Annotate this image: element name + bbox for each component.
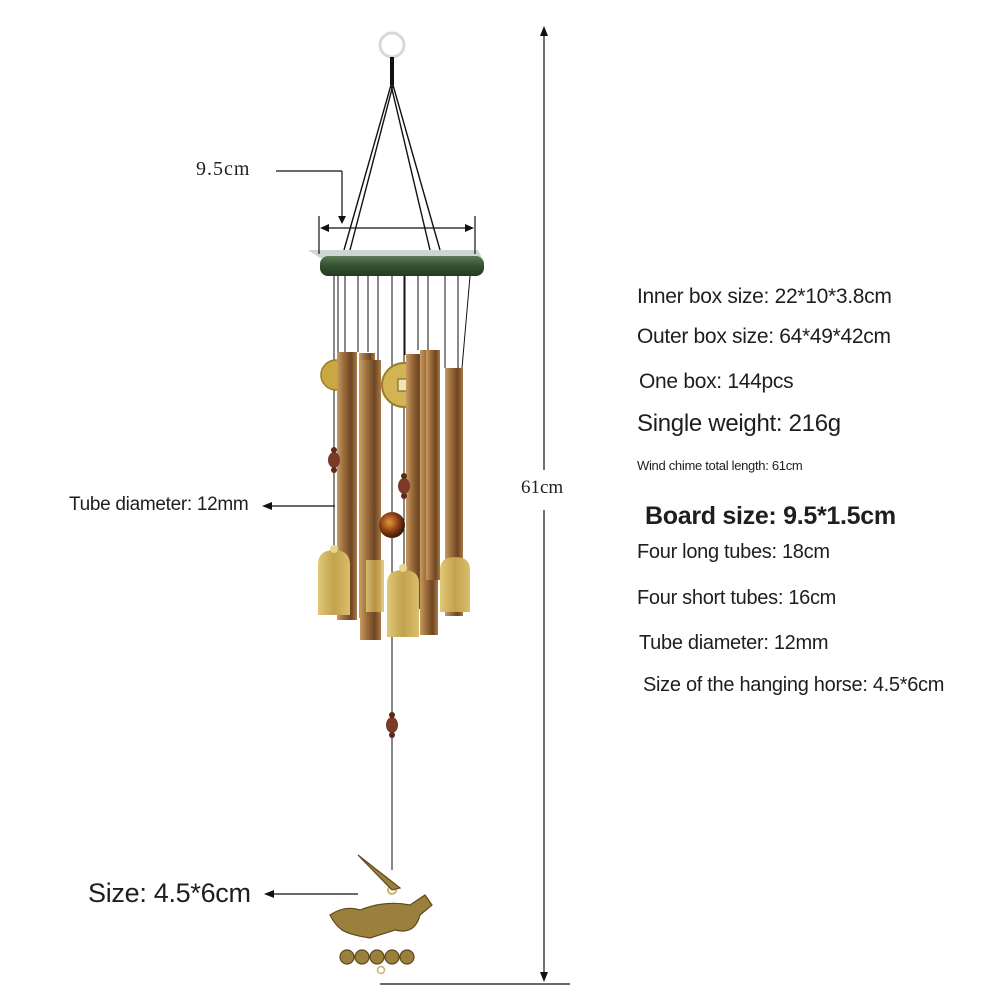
spec-board-size: Board size: 9.5*1.5cm xyxy=(645,502,896,530)
spec-long-tubes: Four long tubes: 18cm xyxy=(637,541,830,563)
dimension-lines xyxy=(262,26,570,985)
spec-tube-diameter: Tube diameter: 12mm xyxy=(639,632,829,654)
brass-bells xyxy=(318,545,470,637)
tube-diameter-callout: Tube diameter: 12mm xyxy=(69,494,249,515)
board-width-label: 9.5cm xyxy=(196,158,251,180)
horse-pendant xyxy=(329,854,433,975)
spec-inner-box-size: Inner box size: 22*10*3.8cm xyxy=(637,285,892,308)
spec-short-tubes: Four short tubes: 16cm xyxy=(637,587,837,609)
wooden-beads xyxy=(328,447,410,738)
hanging-ring xyxy=(378,31,406,85)
spec-single-weight: Single weight: 216g xyxy=(637,410,841,437)
top-board xyxy=(308,250,484,276)
spec-horse-size: Size of the hanging horse: 4.5*6cm xyxy=(643,674,945,696)
suspension-strings xyxy=(343,84,441,251)
chime-tubes xyxy=(337,350,463,640)
spec-total-length: Wind chime total length: 61cm xyxy=(637,458,803,473)
spec-one-box-qty: One box: 144pcs xyxy=(639,370,794,393)
spec-outer-box-size: Outer box size: 64*49*42cm xyxy=(637,325,891,348)
horse-size-callout: Size: 4.5*6cm xyxy=(88,878,251,908)
total-length-label: 61cm xyxy=(521,477,564,498)
